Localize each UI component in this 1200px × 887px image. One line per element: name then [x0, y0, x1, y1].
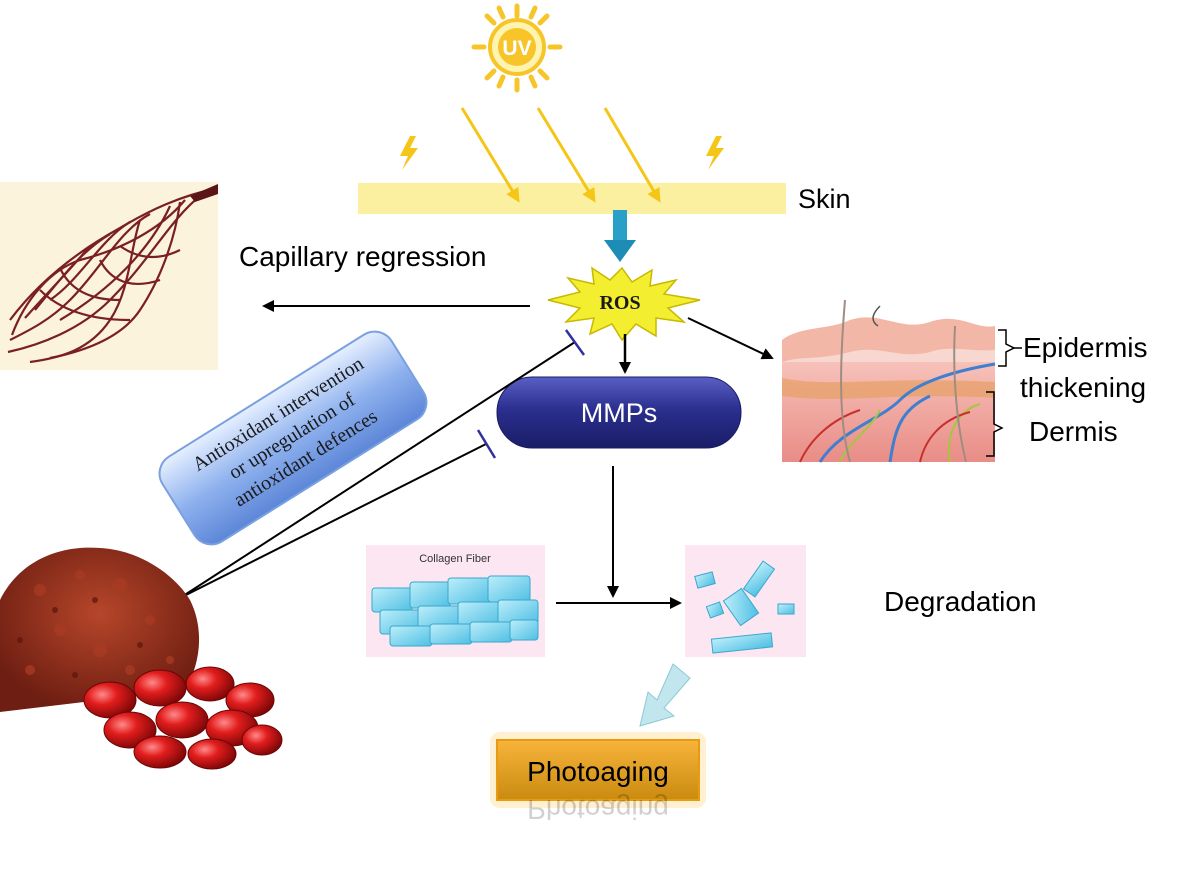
thickening-label: thickening	[1020, 372, 1146, 403]
collagen-fiber-panel: Collagen Fiber	[366, 545, 545, 657]
degradation-label: Degradation	[884, 586, 1037, 617]
epidermis-label: Epidermis	[1023, 332, 1147, 363]
svg-text:Photoaging: Photoaging	[527, 794, 669, 825]
skin-bar	[358, 183, 786, 214]
skin-cross-section-image	[782, 299, 996, 463]
dermis-bracket	[986, 391, 1004, 457]
skin-label: Skin	[798, 184, 851, 214]
antioxidant-box: Antioxidant intervention or upregulation…	[158, 330, 428, 546]
capillary-network-image	[0, 182, 219, 370]
dermis-label: Dermis	[1029, 416, 1118, 447]
arrow-to-photoaging-icon	[639, 663, 691, 727]
collagen-fiber-label: Collagen Fiber	[419, 553, 491, 565]
photoaging-label: Photoaging	[527, 756, 669, 787]
epidermis-bracket	[998, 329, 1016, 367]
inhibition-lines	[179, 329, 586, 599]
mmps-label: MMPs	[581, 398, 658, 428]
down-arrow-icon	[604, 210, 636, 262]
lightning-right-icon	[706, 136, 724, 170]
uv-rays	[460, 107, 661, 203]
photoaging-box: Photoaging	[490, 732, 706, 808]
astaxanthin-powder-image	[0, 547, 200, 712]
mmps-box: MMPs	[496, 376, 742, 449]
uv-sun-icon: UV	[471, 3, 563, 93]
arrow-ros-to-skin	[687, 317, 774, 360]
lightning-left-icon	[400, 136, 418, 170]
capillary-label: Capillary regression	[239, 241, 486, 272]
ros-star: ROS	[547, 266, 701, 342]
photoaging-reflection: Photoaging	[527, 794, 669, 825]
ros-label: ROS	[599, 292, 640, 314]
astaxanthin-capsules-image	[83, 666, 283, 770]
degraded-fiber-panel	[685, 545, 806, 657]
uv-label: UV	[502, 37, 531, 60]
